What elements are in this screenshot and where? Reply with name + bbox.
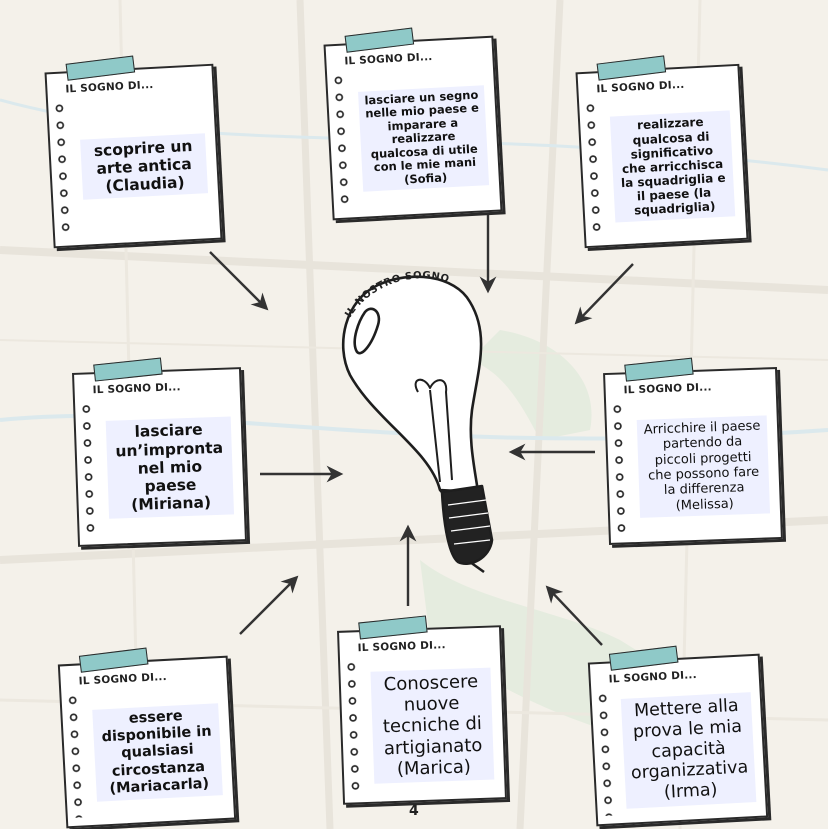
spiral-rings-icon [332, 71, 351, 210]
dream-text: lasciare un’impronta nel mio paese (Miri… [105, 416, 235, 519]
note-label: IL SOGNO DI... [357, 639, 446, 655]
page-number: 4 [409, 803, 419, 819]
dream-text: Conoscere nuove tecniche di artigianato … [370, 667, 495, 784]
note-label: IL SOGNO DI... [92, 381, 181, 397]
light-bulb-icon [341, 275, 494, 574]
arrow-mariacarla [239, 575, 299, 635]
note-squadriglia: IL SOGNO DI... realizzare qualcosa di si… [575, 55, 749, 249]
arrow-irma [545, 585, 603, 646]
spiral-rings-icon [67, 691, 84, 818]
dream-text: Mettere alla prova le mia capacità organ… [621, 692, 756, 809]
note-label: IL SOGNO DI... [344, 50, 433, 68]
spiral-rings-icon [345, 658, 361, 795]
note-sofia: IL SOGNO DI... lasciare un segno nelle m… [323, 27, 503, 221]
note-miriana: IL SOGNO DI... lasciare un’impronta nel … [72, 357, 247, 547]
dream-text: realizzare qualcosa di significativo che… [609, 110, 736, 223]
arrow-claudia [209, 251, 269, 311]
arrow-squadriglia [574, 263, 634, 325]
spiral-rings-icon [612, 400, 627, 535]
note-label: IL SOGNO DI... [596, 78, 685, 96]
note-label: IL SOGNO DI... [78, 670, 168, 688]
spiral-rings-icon [53, 99, 72, 238]
spiral-rings-icon [597, 689, 614, 816]
note-melissa: IL SOGNO DI... Arricchire il paese parte… [603, 357, 783, 545]
note-label: IL SOGNO DI... [608, 668, 698, 686]
connector-arrows [209, 212, 634, 646]
dream-text: Arricchire il paese partendo da piccoli … [636, 415, 771, 518]
note-label: IL SOGNO DI... [623, 381, 712, 397]
dream-text: essere disponibile in qualsiasi circosta… [92, 703, 223, 802]
note-irma: IL SOGNO DI... Mettere alla prova le mia… [587, 645, 769, 827]
note-marica: IL SOGNO DI... Conoscere nuove tecniche … [337, 615, 507, 805]
spiral-rings-icon [584, 99, 603, 238]
note-label: IL SOGNO DI... [65, 78, 154, 96]
spiral-rings-icon [80, 400, 96, 537]
note-mariacarla: IL SOGNO DI... essere disponibile in qua… [57, 647, 237, 829]
dream-text: scoprire un arte antica (Claudia) [80, 132, 209, 201]
dream-text: lasciare un segno nelle mio paese e impa… [358, 84, 490, 193]
note-claudia: IL SOGNO DI... scoprire un arte antica (… [44, 55, 223, 249]
